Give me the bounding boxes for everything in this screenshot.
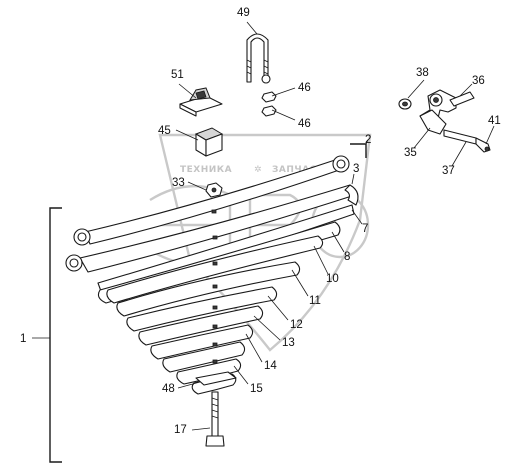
center-hole [212, 261, 218, 266]
callout-7: 7 [362, 223, 368, 235]
nut-46b-icon [261, 105, 277, 117]
shackle-plate-35 [419, 109, 447, 135]
leader-17 [191, 427, 211, 431]
leader-45 [175, 129, 199, 141]
main-leaf-eye-rear-inner [336, 159, 346, 169]
leader-38 [407, 79, 425, 99]
callout-2: 2 [365, 134, 371, 146]
leaf-13 [138, 305, 264, 346]
leader-33 [187, 181, 207, 191]
leader-item-2 [365, 139, 369, 145]
leader-48 [177, 381, 201, 389]
nut-hole [211, 187, 217, 193]
center-bolt-head [205, 435, 225, 447]
main-leaf-eye-front-inner [77, 232, 87, 242]
leader-13 [253, 315, 281, 341]
leader-46b [271, 109, 296, 121]
center-hole [212, 324, 218, 329]
second-leaf-eye-front-inner [69, 258, 79, 268]
shackle-pin-hole [433, 97, 439, 103]
shackle-assembly [398, 89, 491, 153]
leader-14 [245, 333, 263, 363]
callout-14: 14 [264, 360, 277, 372]
watermark-left-text: ТЕХНИКА [180, 165, 232, 175]
center-hole [212, 235, 218, 240]
center-hole [211, 209, 217, 214]
leader-7 [351, 209, 363, 225]
leader-37 [451, 141, 467, 167]
center-plate [195, 371, 237, 386]
bracket-item-1 [49, 207, 62, 463]
callout-35: 35 [404, 147, 417, 159]
leader-8 [331, 231, 345, 253]
bracket-item-2 [350, 143, 367, 158]
bracket-pad-slot [195, 90, 207, 100]
watermark-right-text: ЗАПЧАСТИ [272, 165, 331, 175]
leaf-14 [150, 324, 254, 360]
leaf-12 [126, 286, 278, 332]
callout-33: 33 [172, 177, 185, 189]
callout-38: 38 [416, 67, 429, 79]
shackle-pin-36 [449, 91, 475, 107]
leader-36 [459, 83, 473, 97]
bushing-hole [402, 101, 408, 107]
callout-46-lower: 46 [298, 118, 311, 130]
callout-10: 10 [326, 273, 339, 285]
spacer-block-45 [194, 127, 224, 157]
bolt-thread [211, 397, 219, 419]
leader-12 [267, 295, 289, 321]
callout-13: 13 [282, 337, 295, 349]
watermark-star: ✲ [254, 165, 262, 175]
leaf-spring-pack [65, 155, 359, 395]
washer-46a-icon [261, 91, 277, 103]
leader-46a [271, 87, 296, 97]
leaf-10 [106, 235, 324, 304]
leader-lines [175, 21, 495, 431]
center-hole [212, 284, 218, 289]
grease-nipple-tip [484, 146, 490, 152]
leader-41 [485, 125, 495, 145]
callout-15: 15 [250, 383, 263, 395]
nut-33 [205, 182, 223, 198]
callout-3: 3 [353, 163, 359, 175]
bracket-pad-51 [179, 87, 223, 117]
spacer-block-side [205, 133, 223, 157]
callout-49: 49 [237, 7, 250, 19]
center-holes [211, 209, 218, 364]
leaf-15 [162, 341, 246, 373]
callout-37: 37 [442, 165, 455, 177]
callout-48: 48 [162, 383, 175, 395]
leader-35 [413, 127, 431, 149]
center-hole [212, 359, 218, 364]
shackle-pin-37 [443, 129, 477, 145]
callout-41: 41 [488, 115, 501, 127]
callout-17: 17 [174, 424, 187, 436]
leader-11 [291, 269, 309, 297]
callout-8: 8 [344, 251, 350, 263]
callout-12: 12 [290, 319, 303, 331]
u-bolt-49 [246, 33, 277, 117]
leader-51 [178, 83, 197, 99]
leader-10 [313, 245, 329, 275]
callout-46-upper: 46 [298, 82, 311, 94]
leader-3 [351, 173, 355, 185]
second-leaf-wrap-rear [344, 184, 359, 206]
callout-36: 36 [472, 75, 485, 87]
leader-15 [233, 365, 249, 385]
u-bolt-nut-icon [261, 74, 271, 84]
leaf-11 [116, 261, 301, 317]
callout-1: 1 [20, 333, 26, 345]
bracket-pad-front [179, 103, 197, 117]
callout-11: 11 [309, 295, 321, 307]
u-bolt-thread [246, 59, 269, 75]
center-hole [212, 305, 218, 310]
callout-labels: 1 2 3 7 8 10 11 12 13 14 15 17 33 35 36 … [20, 7, 501, 436]
leader-49 [246, 21, 258, 35]
center-bolt-group [195, 371, 237, 447]
callout-45: 45 [158, 125, 171, 137]
center-hole [212, 342, 218, 347]
callout-51: 51 [171, 69, 184, 81]
